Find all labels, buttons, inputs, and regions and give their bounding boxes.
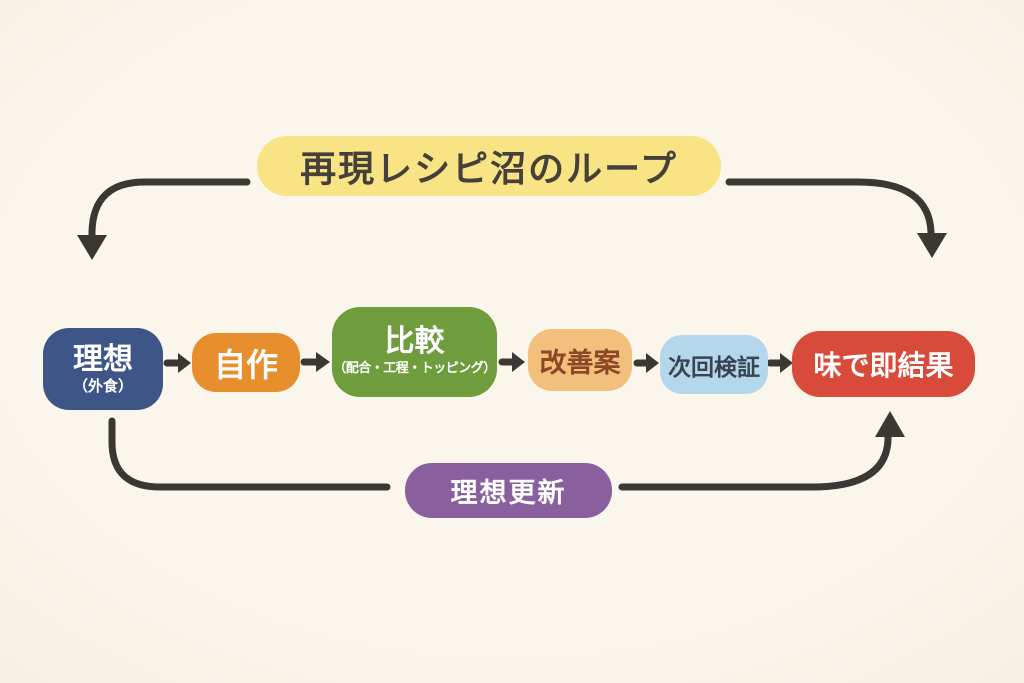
node-improvement: 改善案 [528, 329, 632, 391]
node-taste-result-label: 味で即結果 [813, 349, 954, 382]
node-homemade-label: 自作 [213, 345, 278, 384]
title-banner: 再現レシピ沼のループ [257, 136, 721, 196]
arrow-ideal-to-ideal-update [108, 417, 391, 491]
node-next-test-label: 次回検証 [668, 354, 760, 381]
node-ideal-label: 理想 [73, 341, 133, 377]
arrow-homemade-to-compare [300, 352, 330, 372]
node-improvement-label: 改善案 [539, 347, 621, 379]
arrow-improvement-to-next-test [633, 353, 659, 373]
node-ideal-update: 理想更新 [405, 463, 612, 518]
arrow-title-to-ideal [77, 178, 251, 260]
node-ideal-update-label: 理想更新 [450, 478, 567, 509]
arrow-ideal-update-to-taste-result [618, 411, 905, 491]
title-text: 再現レシピ沼のループ [300, 149, 678, 190]
node-next-test: 次回検証 [660, 335, 768, 394]
node-homemade: 自作 [192, 333, 300, 392]
arrow-ideal-to-homemade [163, 353, 191, 373]
node-compare-sublabel: （配合・工程・トッピング） [333, 361, 496, 376]
arrow-next-test-to-taste-result [766, 353, 793, 373]
node-ideal: 理想 （外食） [43, 328, 163, 410]
arrow-compare-to-improvement [498, 352, 525, 372]
node-compare-label: 比較 [384, 324, 445, 359]
node-compare: 比較 （配合・工程・トッピング） [332, 307, 497, 397]
node-ideal-sublabel: （外食） [72, 376, 133, 395]
arrow-title-to-taste-result [725, 178, 947, 258]
node-taste-result: 味で即結果 [792, 331, 975, 397]
